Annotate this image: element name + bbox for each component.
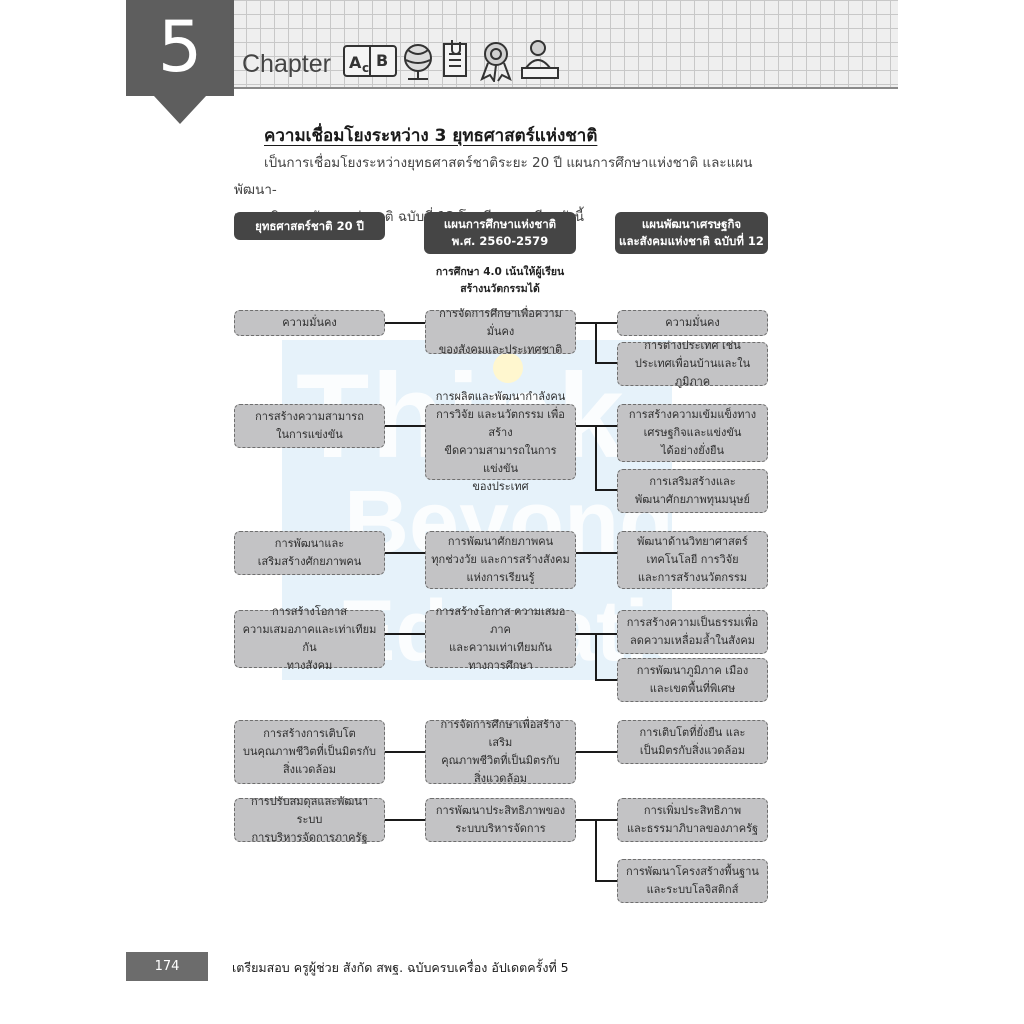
development-box-infrastructure: การพัฒนาโครงสร้างพื้นฐาน และระบบโลจิสติก… — [617, 859, 768, 903]
development-box-human-capital: การเสริมสร้างและ พัฒนาศักยภาพทุนมนุษย์ — [617, 469, 768, 513]
education-40-note: การศึกษา 4.0 เน้นให้ผู้เรียน สร้างนวัตกร… — [435, 266, 565, 295]
education-box-quality-of-life: การจัดการศึกษาเพื่อสร้างเสริม คุณภาพชีวิ… — [425, 718, 576, 785]
svg-text:A: A — [349, 53, 362, 72]
globe-icon — [404, 44, 432, 80]
teacher-desk-icon — [521, 40, 559, 79]
strategy-box-public-administration: การปรับสมดุลและพัฒนาระบบ การบริหารจัดการ… — [234, 795, 385, 844]
column-header-education-plan: แผนการศึกษาแห่งชาติ พ.ศ. 2560-2579 — [424, 212, 576, 254]
column-header-national-strategy: ยุทธศาสตร์ชาติ 20 ปี — [234, 212, 385, 240]
development-box-security: ความมั่นคง — [617, 310, 768, 336]
intro-line-1: เป็นการเชื่อมโยงระหว่างยุทธศาสตร์ชาติระย… — [234, 155, 753, 198]
svg-text:c: c — [362, 61, 369, 75]
chapter-label: Chapter — [242, 50, 331, 78]
education-box-security: การจัดการศึกษาเพื่อความมั่นคง ของสังคมแล… — [425, 307, 576, 356]
watermark-dot — [493, 353, 523, 383]
section-heading: ความเชื่อมโยงระหว่าง 3 ยุทธศาสตร์แห่งชาต… — [264, 126, 598, 146]
development-box-foreign-affairs: การต่างประเทศ เช่น ประเทศเพื่อนบ้านและใน… — [617, 339, 768, 388]
column-header-development-plan: แผนพัฒนาเศรษฐกิจ และสังคมแห่งชาติ ฉบับที… — [615, 212, 768, 254]
development-box-good-governance: การเพิ่มประสิทธิภาพ และธรรมาภิบาลของภาคร… — [617, 798, 768, 842]
education-box-workforce-research: การผลิตและพัฒนากำลังคน การวิจัย และนวัตก… — [425, 390, 576, 493]
chapter-icons: A c B — [343, 40, 559, 82]
development-box-science-innovation: พัฒนาด้านวิทยาศาสตร์ เทคโนโลยี การวิจัย … — [617, 531, 768, 589]
strategy-box-competitiveness: การสร้างความสามารถ ในการแข่งขัน — [234, 404, 385, 448]
strategy-box-social-equality: การสร้างโอกาส ความเสมอภาคและเท่าเทียมกัน… — [234, 605, 385, 672]
strategy-box-green-growth: การสร้างการเติบโต บนคุณภาพชีวิตที่เป็นมิ… — [234, 720, 385, 784]
development-box-economic-strength: การสร้างความเข้มแข็งทาง เศรษฐกิจและแข่งข… — [617, 404, 768, 462]
chapter-rule — [232, 87, 898, 89]
strategy-box-human-potential: การพัฒนาและ เสริมสร้างศักยภาพคน — [234, 531, 385, 575]
document-clip-icon — [443, 40, 467, 77]
chapter-number: 5 — [157, 6, 203, 88]
education-box-management-efficiency: การพัฒนาประสิทธิภาพของ ระบบบริหารจัดการ — [425, 798, 576, 842]
abc-book-icon: A c B — [343, 45, 397, 77]
page-number: 174 — [126, 952, 208, 981]
education-box-educational-equality: การสร้างโอกาส ความเสมอภาค และความเท่าเที… — [425, 605, 576, 672]
development-box-sustainable-growth: การเติบโตที่ยั่งยืน และ เป็นมิตรกับสิ่งแ… — [617, 720, 768, 764]
footer-book-title: เตรียมสอบ ครูผู้ช่วย สังกัด สพฐ. ฉบับครบ… — [232, 960, 569, 975]
chapter-tab — [126, 0, 234, 124]
education-box-lifelong-learning: การพัฒนาศักยภาพคน ทุกช่วงวัย และการสร้าง… — [425, 531, 576, 589]
development-box-fairness: การสร้างความเป็นธรรมเพื่อ ลดความเหลื่อมล… — [617, 610, 768, 654]
svg-text:B: B — [376, 51, 388, 70]
award-ribbon-icon — [480, 42, 512, 82]
development-box-regional-development: การพัฒนาภูมิภาค เมือง และเขตพื้นที่พิเศษ — [617, 658, 768, 702]
strategy-box-security: ความมั่นคง — [234, 310, 385, 336]
